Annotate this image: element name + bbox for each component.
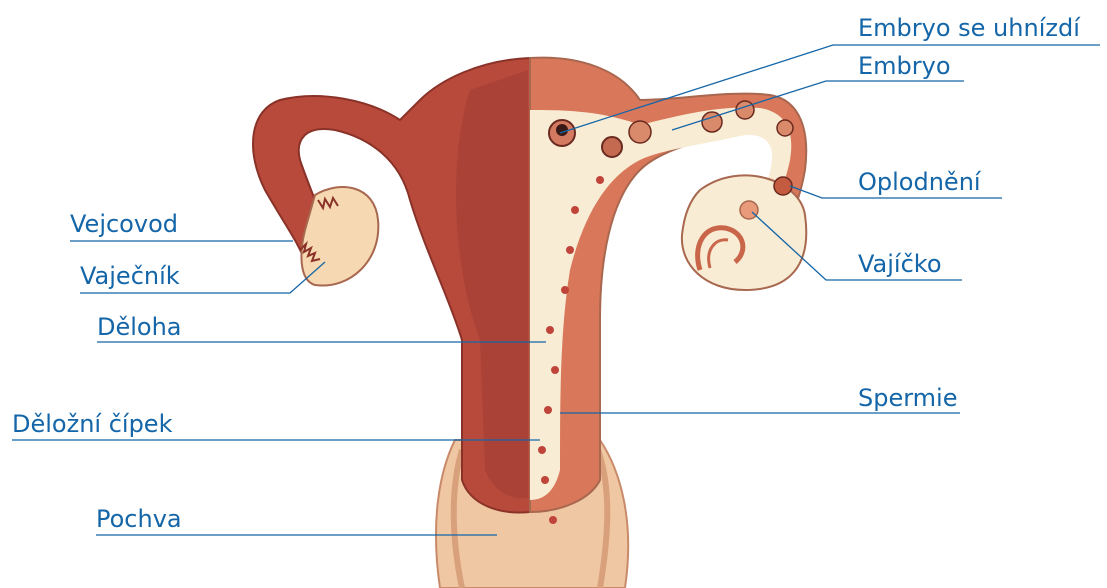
egg-mark bbox=[740, 201, 758, 219]
label-embryo-implants: Embryo se uhnízdí bbox=[858, 14, 1080, 42]
label-fallopian-tube: Vejcovod bbox=[70, 210, 178, 238]
embryo-cell-4 bbox=[736, 101, 754, 119]
label-fertilization: Oplodnění bbox=[858, 168, 981, 196]
label-embryo: Embryo bbox=[858, 52, 951, 80]
embryo-implanted-core bbox=[556, 124, 568, 136]
fertilized-egg-mark bbox=[774, 177, 792, 195]
embryo-cell-2 bbox=[629, 121, 651, 143]
left-ovary-shape bbox=[301, 187, 378, 286]
label-ovary: Vaječník bbox=[80, 262, 180, 290]
label-egg: Vajíčko bbox=[858, 250, 942, 278]
label-uterus: Děloha bbox=[97, 313, 182, 341]
embryo-cell-5 bbox=[777, 120, 793, 136]
label-sperm: Spermie bbox=[858, 384, 958, 412]
embryo-cell-1 bbox=[602, 137, 622, 157]
label-cervix: Děložní čípek bbox=[12, 410, 172, 438]
label-vagina: Pochva bbox=[96, 505, 182, 533]
